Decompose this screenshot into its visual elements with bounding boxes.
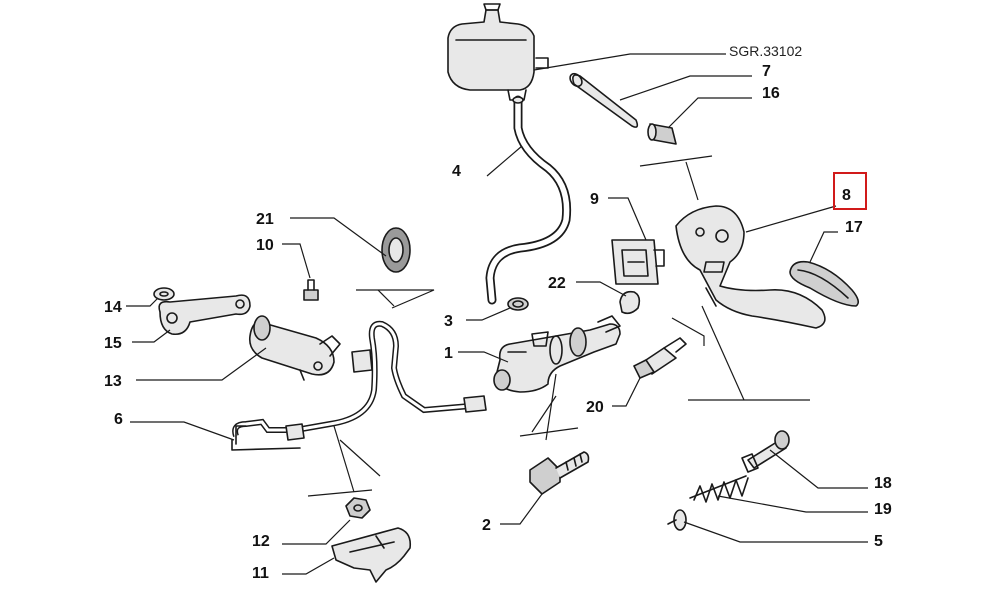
- part-grommet-21: [381, 227, 411, 273]
- callout-7: 7: [762, 63, 771, 80]
- callout-6: 6: [114, 411, 123, 428]
- callout-19: 19: [874, 501, 892, 518]
- leader-1c: [531, 395, 557, 433]
- leader-18: [769, 449, 868, 489]
- leader-17: [809, 231, 838, 263]
- leader-16: [667, 97, 752, 129]
- leader-4: [486, 145, 523, 177]
- callout-13: 13: [104, 373, 122, 390]
- fluid-reservoir: [447, 3, 549, 101]
- callout-18: 18: [874, 475, 892, 492]
- leader-8: [745, 205, 837, 233]
- leader-reference: [533, 53, 726, 71]
- leader-13: [136, 347, 267, 381]
- callout-10: 10: [256, 237, 274, 254]
- part-hose-4: [485, 95, 572, 305]
- part-pin-18: [741, 430, 790, 473]
- leader-3: [466, 307, 511, 321]
- callout-21: 21: [256, 211, 274, 228]
- leader-22: [576, 281, 627, 297]
- leader-14: [126, 297, 159, 307]
- part-pipe-6: [231, 320, 487, 451]
- leader-8a: [639, 155, 713, 167]
- part-spring-19: [689, 475, 749, 503]
- leader-1a: [545, 373, 557, 441]
- callout-4: 4: [452, 163, 461, 180]
- callout-22: 22: [548, 275, 566, 292]
- callout-8: 8: [842, 187, 851, 204]
- part-pedal-pad-17: [789, 260, 860, 307]
- leader-21: [290, 217, 387, 257]
- leader-6b: [377, 289, 395, 307]
- highlight-box-8: [833, 172, 867, 210]
- callout-9: 9: [590, 191, 599, 208]
- part-clamp-3: [507, 297, 529, 311]
- leader-10: [282, 243, 311, 279]
- leader-8b: [685, 161, 699, 201]
- callout-15: 15: [104, 335, 122, 352]
- part-slave-cylinder-13: [248, 315, 341, 381]
- part-rod-7: [569, 72, 639, 128]
- callout-20: 20: [586, 399, 604, 416]
- leader-20: [612, 377, 641, 407]
- part-screw-10: [303, 279, 319, 301]
- leader-8c: [701, 305, 745, 401]
- part-switch-9: [611, 239, 665, 285]
- part-bracket-11: [331, 527, 412, 583]
- part-cup-5: [667, 509, 687, 531]
- leader-8e: [671, 317, 705, 346]
- leader-6c: [333, 425, 355, 493]
- leader-6a: [356, 289, 435, 309]
- callout-16: 16: [762, 85, 780, 102]
- callout-3: 3: [444, 313, 453, 330]
- leader-1b: [519, 427, 579, 437]
- leader-6: [130, 421, 235, 441]
- leader-6e: [339, 439, 381, 477]
- callout-14: 14: [104, 299, 122, 316]
- leader-1: [458, 351, 509, 363]
- leader-2: [500, 493, 543, 525]
- part-master-cylinder-1: [493, 315, 621, 393]
- leader-15: [132, 329, 171, 343]
- part-ring-14: [153, 287, 175, 301]
- callout-1: 1: [444, 345, 453, 362]
- part-bushing-16: [647, 123, 677, 145]
- part-lever-15: [158, 294, 251, 336]
- callout-12: 12: [252, 533, 270, 550]
- leader-7: [619, 75, 752, 101]
- leader-11: [282, 557, 335, 575]
- leader-12: [282, 519, 351, 545]
- part-switch-20: [633, 337, 687, 379]
- part-nut-12: [345, 497, 371, 519]
- callout-11: 11: [252, 565, 269, 582]
- leader-6d: [307, 489, 373, 497]
- callout-2: 2: [482, 517, 491, 534]
- callout-17: 17: [845, 219, 863, 236]
- part-bolt-2: [529, 451, 590, 495]
- leader-5: [683, 521, 868, 543]
- callout-5: 5: [874, 533, 883, 550]
- leader-19: [717, 495, 868, 513]
- part-clutch-pedal-8: [675, 205, 826, 329]
- part-cap-22: [619, 290, 641, 315]
- leader-9: [608, 197, 647, 241]
- reference-code: SGR.33102: [729, 43, 802, 59]
